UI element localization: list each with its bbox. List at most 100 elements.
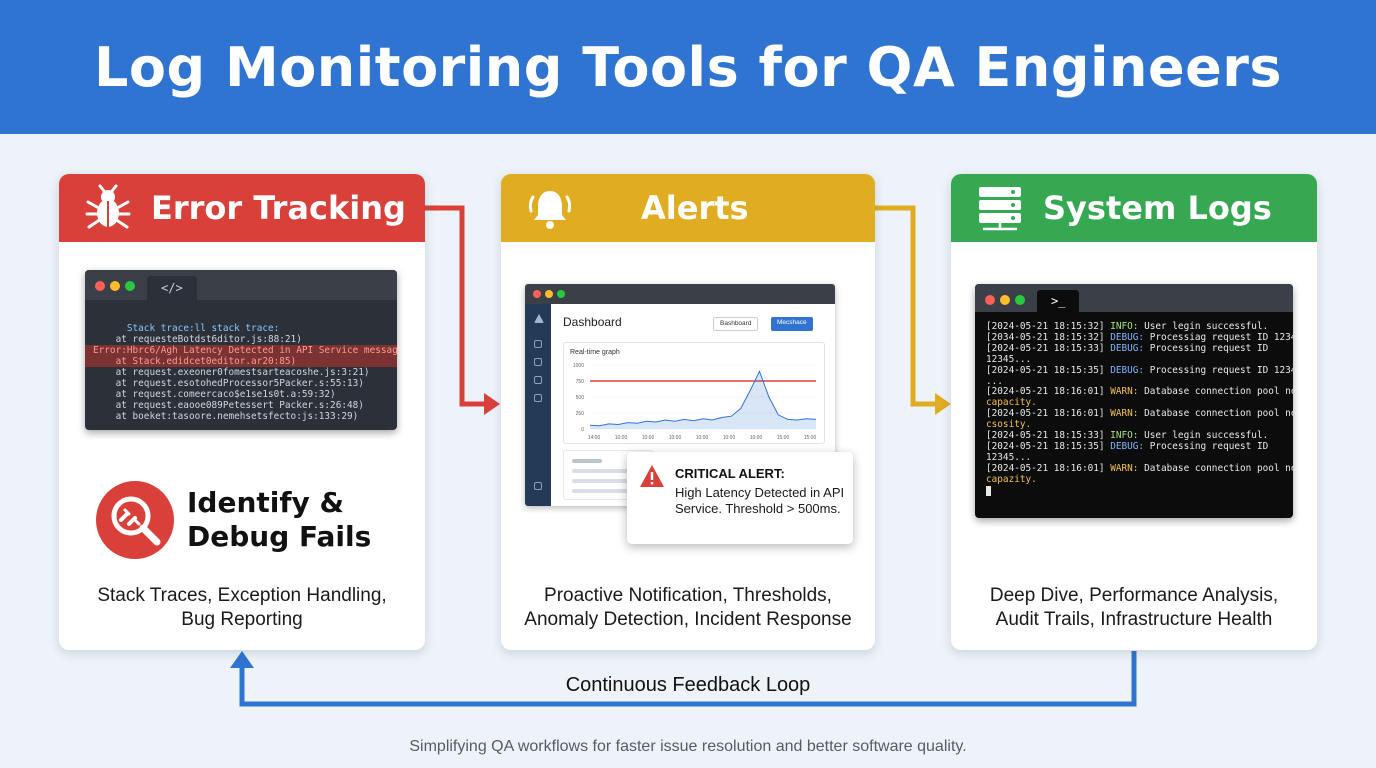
terminal-window: >_ [2024-05-21 18:15:32] INFO: User legi…: [975, 284, 1293, 518]
logo-icon: [534, 314, 544, 323]
y-tick-label: 1000: [573, 363, 584, 369]
code-line: at request.comeercaco$e1se1s0t.a:59:32): [93, 389, 336, 400]
log-output: [2024-05-21 18:15:32] INFO: User legin s…: [975, 312, 1293, 507]
arrowhead-logs: [935, 393, 951, 415]
log-line: 12345...: [986, 353, 1282, 366]
log-line: 12345...: [986, 452, 1282, 464]
x-tick-label: 10:00: [642, 435, 655, 441]
code-tab: </>: [147, 276, 197, 300]
description-line: Deep Dive, Performance Analysis,: [989, 585, 1279, 606]
system-logs-header: System Logs: [951, 174, 1317, 242]
log-level: capacity.: [986, 397, 1037, 409]
x-tick-label: 15:00: [804, 435, 817, 441]
log-timestamp: [2024-05-21 18:16:01]: [986, 462, 1105, 474]
metric-select[interactable]: Mecshace: [771, 317, 813, 331]
code-line: at request.eaooe089Petessert Packer.s:26…: [93, 400, 364, 411]
log-level: WARN:: [1110, 386, 1139, 398]
log-line: [2024-05-21 18:16:01] WARN: Database con…: [986, 386, 1293, 398]
y-tick-label: 250: [576, 411, 585, 417]
log-timestamp: [2034-05-21 18:15:32]: [986, 331, 1105, 343]
warning-icon: [640, 465, 664, 487]
log-line: [2024-05-21 18:16:01] WARN: Database con…: [986, 462, 1293, 475]
bug-icon: [85, 184, 131, 229]
log-level: DEBUG:: [1110, 364, 1145, 376]
sidebar-nav-icon[interactable]: [534, 340, 542, 348]
alerts-description: Proactive Notification, Thresholds, Anom…: [501, 584, 875, 632]
stack-trace-code: Stack trace:ll stack trace: at requesteB…: [85, 300, 397, 430]
log-timestamp: [2024-05-21 18:15:33]: [986, 430, 1105, 442]
log-line: [2024-05-21 18:15:33] INFO: User legin s…: [986, 430, 1282, 442]
x-tick-label: 10:00: [750, 435, 763, 441]
log-timestamp: ...: [986, 375, 1003, 387]
log-message: Processing request ID 12345: [1144, 364, 1293, 376]
log-line: [2024-05-21 18:15:35] DEBUG: Processing …: [986, 364, 1293, 377]
alerts-header: Alerts: [501, 174, 875, 242]
log-timestamp: [2024-05-21 18:16:01]: [986, 386, 1105, 398]
y-tick-label: 500: [576, 395, 585, 401]
description-line: Proactive Notification, Thresholds,: [544, 585, 832, 606]
list-placeholder: [572, 489, 638, 493]
broken-link-search-icon: [96, 481, 174, 559]
log-level: DEBUG:: [1110, 342, 1145, 354]
dashboard-select[interactable]: Bashboard: [713, 317, 759, 331]
latency-area: [590, 371, 816, 429]
description-line: Bug Reporting: [181, 609, 303, 630]
log-message: Processiag request ID 12345.: [1144, 331, 1293, 343]
maximize-dot: [125, 281, 135, 291]
y-tick-label: 750: [576, 379, 585, 385]
system-logs-description: Deep Dive, Performance Analysis, Audit T…: [951, 584, 1317, 632]
critical-alert-popup: CRITICAL ALERT: High Latency Detected in…: [627, 452, 853, 544]
error-tracking-header: Error Tracking: [59, 174, 425, 242]
close-dot: [985, 295, 995, 305]
x-tick-label: 10:00: [669, 435, 682, 441]
code-line: Stack trace:ll stack trace:: [126, 323, 280, 334]
minimize-dot: [110, 281, 120, 291]
log-line: capazity.: [986, 474, 1282, 486]
log-message: Processing request ID: [1144, 440, 1269, 452]
log-timestamp: [2024-05-21 18:16:01]: [986, 408, 1105, 420]
list-placeholder: [572, 479, 632, 483]
dashboard-sidebar: [525, 304, 551, 506]
maximize-dot: [557, 290, 565, 298]
window-titlebar: >_: [975, 284, 1293, 312]
log-message: Database connection pool near: [1138, 386, 1293, 398]
sidebar-logout-icon[interactable]: [534, 482, 542, 490]
code-line: at boeket:tasoore.nemehsetsfecto:js:133:…: [93, 411, 359, 422]
error-highlight-line: at Stack.edidcet0editor.ar20:85): [85, 356, 397, 367]
log-level: WARN:: [1110, 408, 1139, 420]
log-message: User legin successful.: [1138, 321, 1269, 332]
log-line: [2024-05-21 18:15:32] INFO: User legin s…: [986, 321, 1282, 333]
log-level: WARN:: [1110, 462, 1139, 474]
identify-debug-line: Identify &: [187, 486, 344, 519]
log-message: User legin successful.: [1138, 430, 1269, 442]
title-banner: Log Monitoring Tools for QA Engineers: [0, 0, 1376, 134]
sidebar-nav-icon[interactable]: [534, 358, 542, 366]
log-line: [2034-05-21 18:15:32] DEBUG: Processiag …: [986, 331, 1293, 344]
log-level: DEBUG:: [1110, 440, 1145, 452]
system-logs-card: System Logs >_ [2024-05-21 18:15:32] INF…: [951, 174, 1317, 650]
x-tick-label: 10:00: [723, 435, 736, 441]
window-titlebar: [525, 284, 835, 304]
page-title: Log Monitoring Tools for QA Engineers: [94, 35, 1282, 99]
log-level: INFO:: [1110, 430, 1139, 442]
maximize-dot: [1015, 295, 1025, 305]
alerts-title: Alerts: [641, 189, 749, 227]
x-tick-label: 15:00: [777, 435, 790, 441]
code-line: at request.esotohedProcessor5Packer.s:55…: [93, 378, 364, 389]
log-timestamp: [2024-05-21 18:15:35]: [986, 440, 1105, 452]
x-tick-label: 10:00: [615, 435, 628, 441]
log-timestamp: [2024-05-21 18:15:32]: [986, 321, 1105, 332]
arrow-alerts-to-logs: [875, 205, 935, 407]
log-line: csosity.: [986, 419, 1282, 431]
error-highlight-line: Error:Hbrc6/Agh Latency Detected in API …: [85, 345, 397, 356]
list-placeholder: [572, 459, 602, 463]
arrow-error-to-alerts: [424, 205, 484, 407]
log-line: ...: [986, 375, 1282, 388]
sidebar-nav-icon[interactable]: [534, 394, 542, 402]
sidebar-nav-icon[interactable]: [534, 376, 542, 384]
arrowhead-feedback: [230, 651, 254, 668]
error-tracking-card: Error Tracking </> Stack trace:ll stack …: [59, 174, 425, 650]
alert-title: CRITICAL ALERT:: [675, 466, 785, 481]
log-timestamp: 12345...: [986, 353, 1032, 365]
